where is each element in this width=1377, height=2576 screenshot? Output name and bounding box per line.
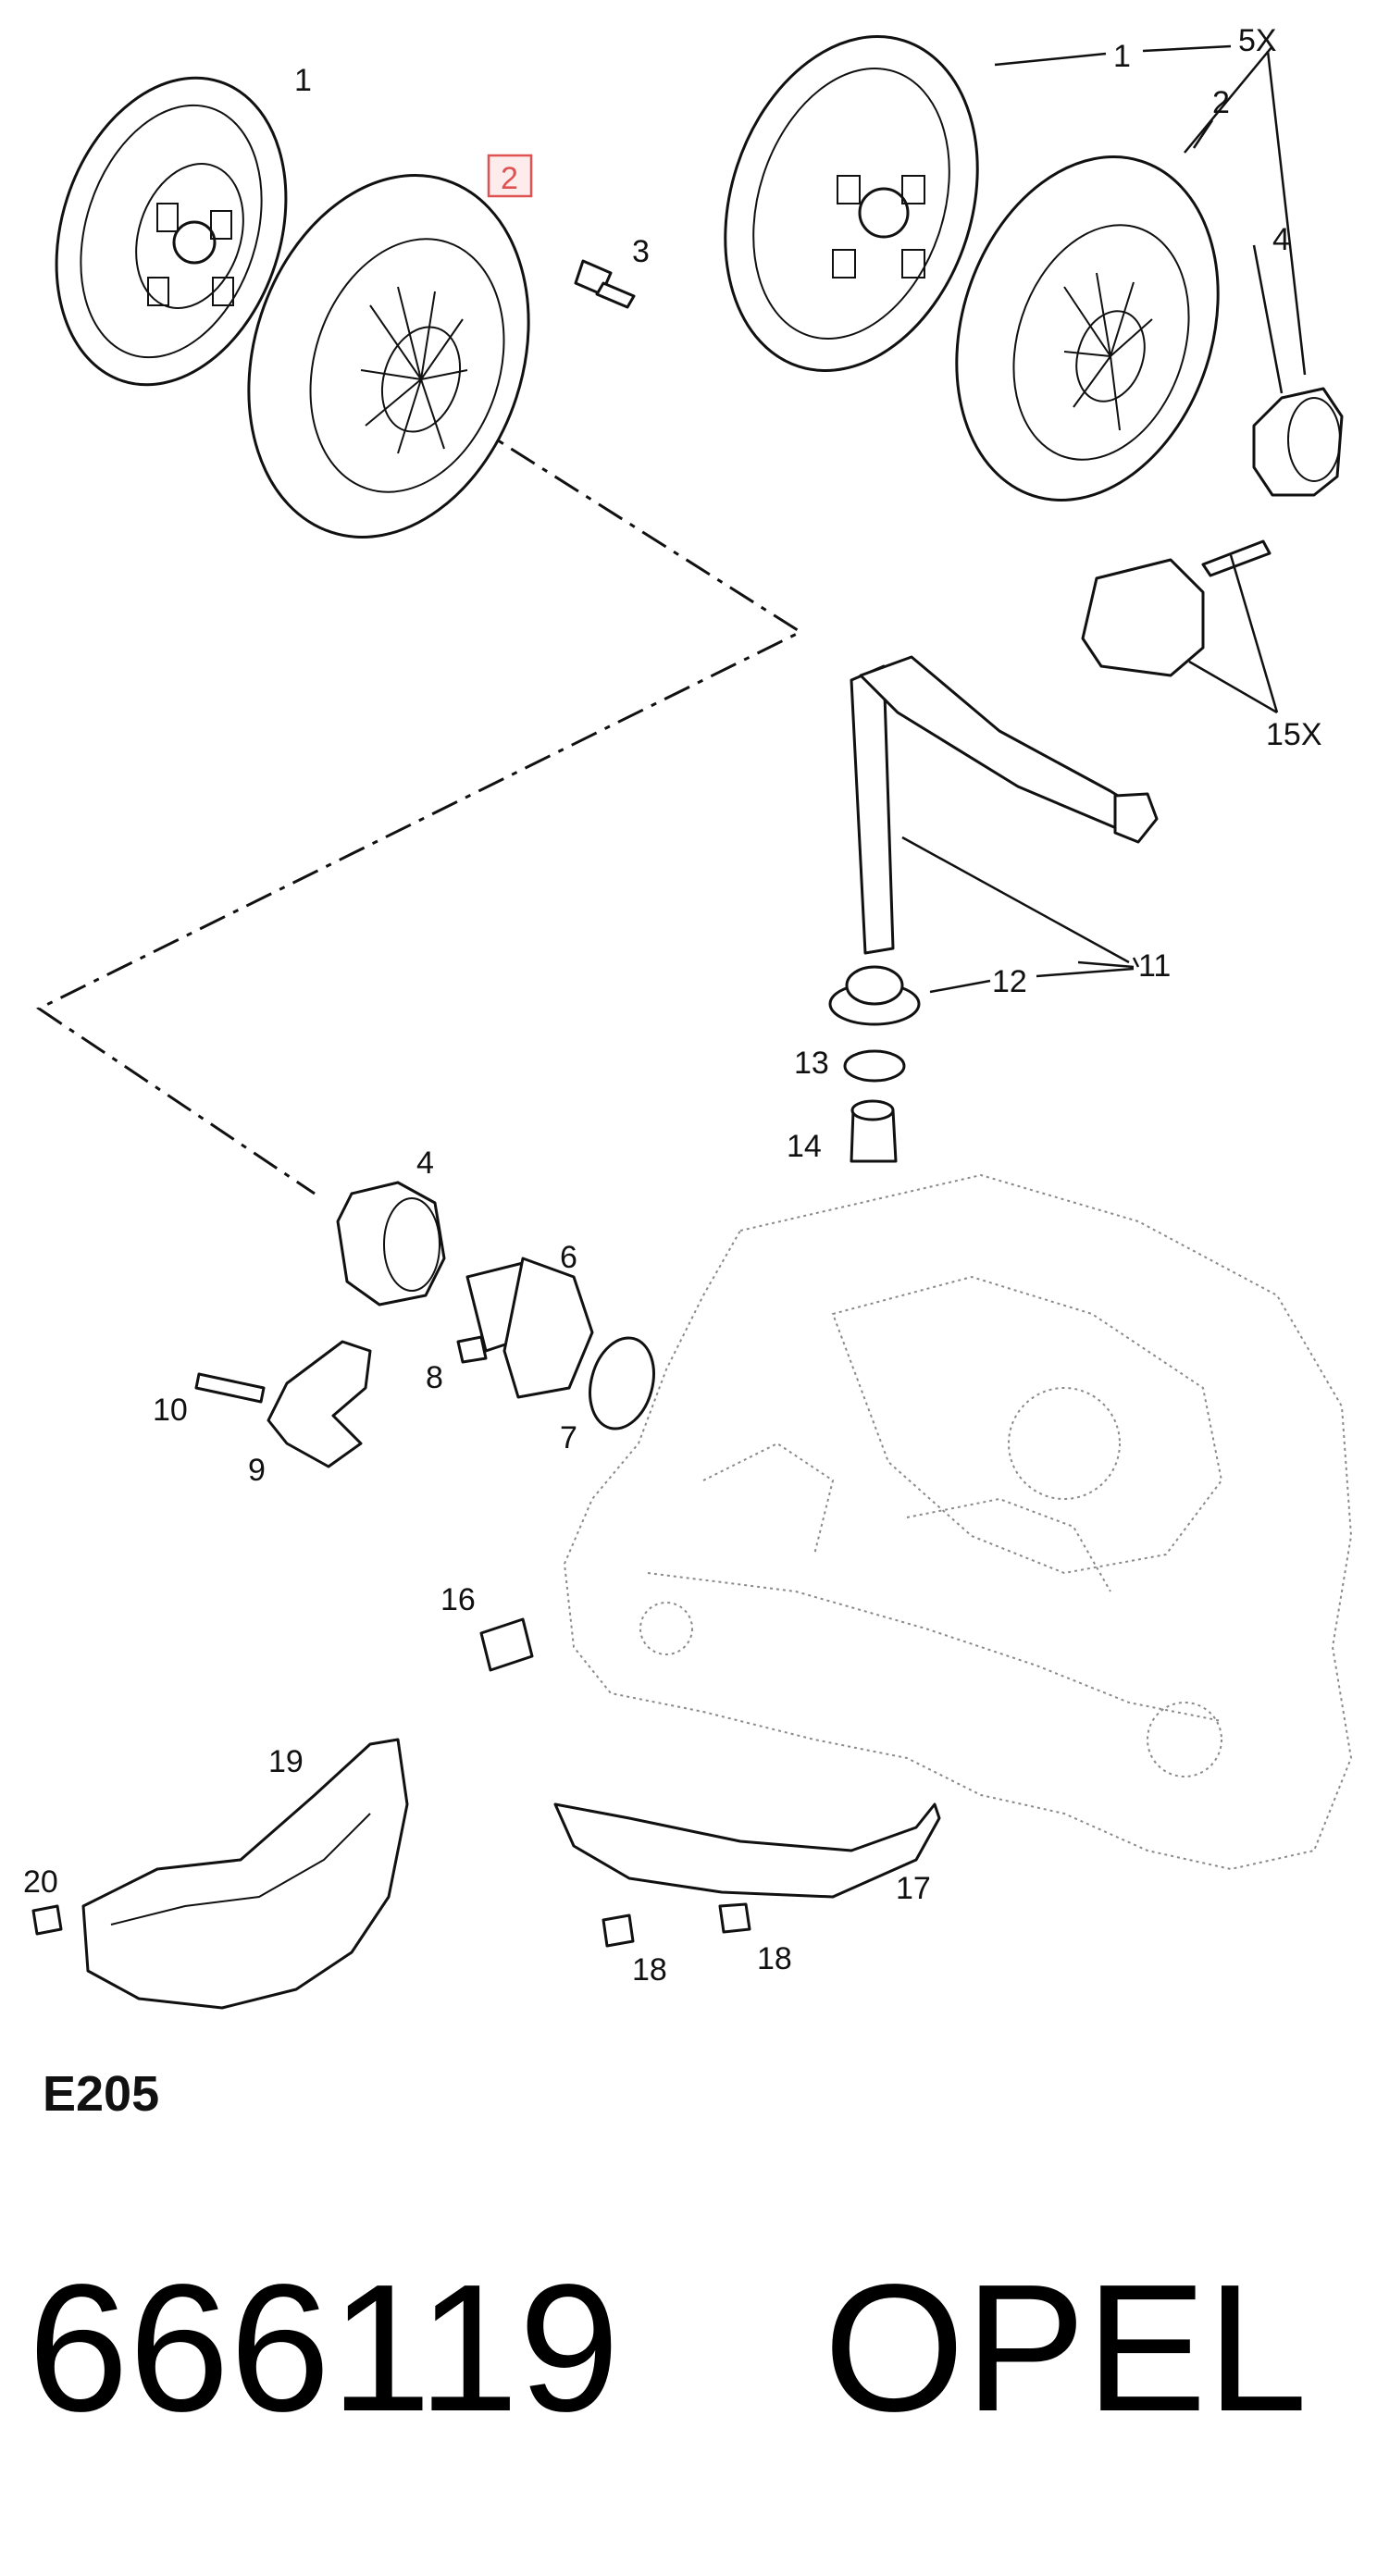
callout-17: 17 bbox=[896, 1871, 931, 1906]
release-fork bbox=[267, 1340, 372, 1468]
callout-13: 13 bbox=[794, 1046, 829, 1081]
callout-9: 9 bbox=[248, 1453, 266, 1488]
release-shaft bbox=[850, 655, 1159, 955]
callout-18-left: 18 bbox=[632, 1952, 667, 1988]
shaft-bushing bbox=[828, 965, 921, 1026]
bolt-10 bbox=[194, 1372, 266, 1404]
underbody-shield bbox=[553, 1802, 941, 1899]
callout-8: 8 bbox=[426, 1360, 443, 1395]
callout-5x: 5X bbox=[1238, 23, 1277, 58]
bolt-20 bbox=[31, 1904, 63, 1936]
callout-6: 6 bbox=[560, 1240, 577, 1275]
bolt-18b bbox=[718, 1902, 751, 1934]
callout-14: 14 bbox=[787, 1129, 822, 1164]
callout-4-kit: 4 bbox=[1272, 222, 1290, 257]
callout-18-right: 18 bbox=[757, 1941, 792, 1976]
bolt-18a bbox=[602, 1913, 635, 1948]
callout-4-bearing: 4 bbox=[416, 1146, 434, 1181]
alignment-line bbox=[36, 419, 804, 1195]
callout-19: 19 bbox=[268, 1744, 304, 1779]
clutch-disc-kit bbox=[724, 35, 979, 372]
o-ring bbox=[589, 1336, 655, 1430]
callout-7: 7 bbox=[560, 1420, 577, 1455]
release-bearing bbox=[336, 1181, 446, 1307]
callout-11: 11 bbox=[1138, 948, 1171, 984]
footer-brand: OPEL bbox=[824, 2247, 1308, 2449]
callout-16: 16 bbox=[440, 1582, 476, 1617]
callout-12: 12 bbox=[992, 964, 1027, 999]
callout-3: 3 bbox=[632, 234, 650, 269]
callout-2-kit: 2 bbox=[1212, 85, 1230, 120]
guide-tube bbox=[465, 1257, 594, 1399]
callout-15x: 15X bbox=[1266, 717, 1322, 752]
cable-block bbox=[1081, 539, 1272, 677]
bolt-3 bbox=[574, 259, 636, 309]
clutch-disc bbox=[55, 76, 288, 387]
seal-ring bbox=[843, 1049, 906, 1083]
callout-20: 20 bbox=[23, 1864, 58, 1900]
callouts: 1 2 3 1 5X 2 4 15X 11 12 13 14 4 6 8 7 1… bbox=[23, 23, 1322, 1988]
cover-plate bbox=[81, 1738, 409, 2010]
bushing-16 bbox=[479, 1617, 534, 1672]
leader-lines bbox=[901, 44, 1307, 994]
callout-10: 10 bbox=[153, 1393, 188, 1428]
pressure-plate bbox=[247, 174, 530, 539]
gearbox-housing bbox=[563, 1173, 1353, 1871]
callout-1-kit: 1 bbox=[1113, 39, 1131, 74]
callout-1-disc: 1 bbox=[294, 63, 312, 98]
pressure-plate-kit bbox=[955, 155, 1220, 502]
footer-part-number: 666119 bbox=[28, 2247, 620, 2449]
diagram-code: E205 bbox=[43, 2066, 160, 2122]
release-bearing-kit bbox=[1252, 387, 1344, 497]
callout-2-highlight-box bbox=[487, 154, 533, 198]
callout-2-highlighted: 2 bbox=[501, 161, 518, 196]
guide-sleeve bbox=[850, 1099, 898, 1163]
bolt-8 bbox=[456, 1335, 488, 1364]
